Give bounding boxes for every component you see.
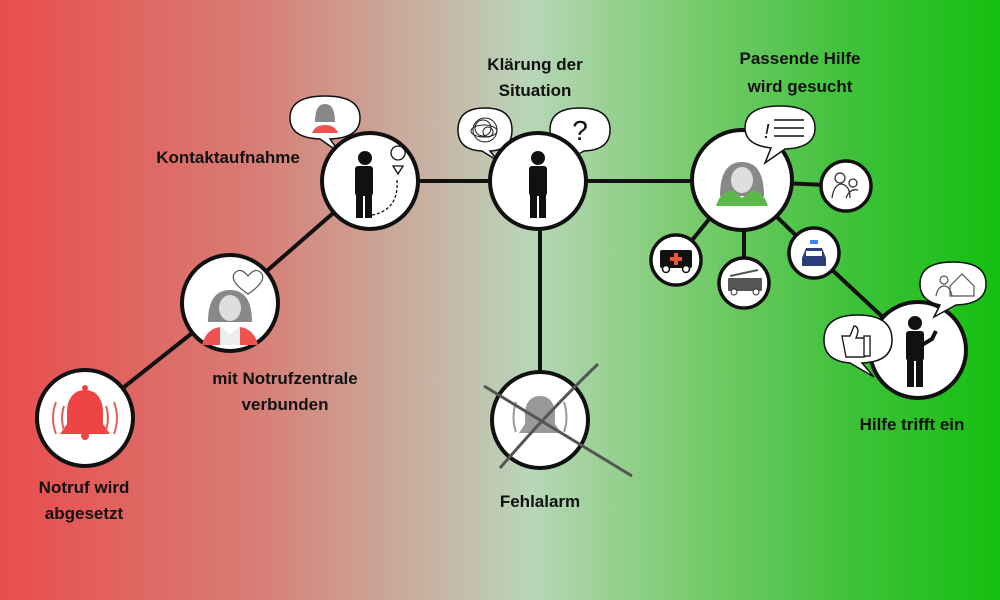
help-option-ambulance <box>649 233 703 287</box>
speech-bubble-confusion <box>457 107 513 162</box>
person-thumbs-up-icon <box>906 316 938 387</box>
thumbs-up-icon <box>841 325 871 358</box>
fire-truck-icon <box>728 269 762 296</box>
node-hilfe-gesucht: ! Passende Hilfe wird gesucht <box>690 49 861 232</box>
heart-cross-icon <box>232 269 264 295</box>
node-fehlalarm: Fehlalarm <box>483 362 633 511</box>
operator-headset-icon <box>202 290 258 345</box>
label-verbunden-line1: mit Notrufzentrale <box>212 369 357 388</box>
help-option-fire-truck <box>717 256 771 310</box>
label-hilfe-gesucht-line1: Passende Hilfe <box>740 49 861 68</box>
scribble-icon <box>470 117 498 143</box>
label-notruf-line2: abgesetzt <box>45 504 124 523</box>
label-fehlalarm: Fehlalarm <box>500 492 580 511</box>
exclamation-icon: ! <box>764 121 770 143</box>
label-kontakt: Kontaktaufnahme <box>156 148 300 167</box>
family-home-icon <box>935 273 975 297</box>
help-option-police <box>787 226 841 280</box>
person-phone-question-icon <box>529 151 547 218</box>
node-kontakt: Kontaktaufnahme <box>156 95 420 231</box>
speech-bubble-home <box>919 261 987 319</box>
question-mark-icon: ? <box>572 115 588 146</box>
police-car-icon <box>802 240 826 266</box>
operator-small-icon <box>312 104 338 133</box>
label-hilfe-trifft-ein: Hilfe trifft ein <box>860 415 965 434</box>
label-klaerung-line1: Klärung der <box>487 55 583 74</box>
ambulance-icon <box>660 250 692 274</box>
node-hilfe-trifft-ein: Hilfe trifft ein <box>823 261 987 434</box>
crossed-bell-icon <box>483 362 633 478</box>
help-option-family <box>819 159 873 213</box>
bell-ringing-icon <box>52 385 118 440</box>
node-notruf: Notruf wird abgesetzt <box>35 368 135 523</box>
label-verbunden-line2: verbunden <box>242 395 329 414</box>
text-lines-icon <box>774 119 804 137</box>
person-phone-location-icon <box>355 145 406 218</box>
family-care-icon <box>831 172 859 199</box>
label-klaerung-line2: Situation <box>499 81 572 100</box>
operator-green-icon <box>716 162 768 206</box>
node-verbunden: mit Notrufzentrale verbunden <box>180 253 358 414</box>
node-klaerung: ? Klärung der Situation <box>457 55 611 231</box>
speech-bubble <box>289 95 361 154</box>
label-notruf-line1: Notruf wird <box>39 478 130 497</box>
label-hilfe-gesucht-line2: wird gesucht <box>747 77 853 96</box>
